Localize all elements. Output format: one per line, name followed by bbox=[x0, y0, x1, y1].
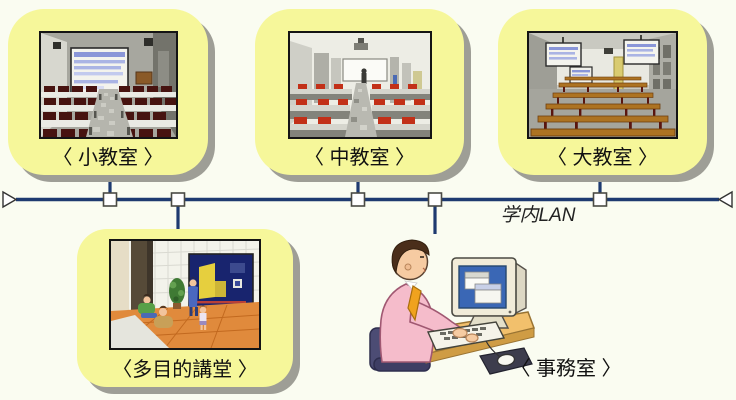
seated-person-green bbox=[138, 294, 157, 318]
ceiling-projector bbox=[353, 38, 368, 50]
projector bbox=[604, 48, 613, 54]
lan-tap-multipurpose-hall-icon bbox=[170, 192, 186, 207]
worker-head bbox=[391, 239, 430, 281]
center-aisle bbox=[344, 83, 377, 137]
lan-tap-medium-classroom-icon bbox=[350, 192, 366, 207]
seated-person-tan bbox=[154, 305, 173, 328]
node-small-classroom: 〈 小教室 〉 bbox=[8, 9, 208, 175]
small-monitor-center bbox=[569, 66, 593, 84]
multipurpose-hall-photo bbox=[109, 239, 261, 350]
lan-terminator-right-icon bbox=[717, 190, 733, 209]
standing-person bbox=[188, 277, 198, 316]
mouse-pad-and-mouse bbox=[479, 340, 533, 375]
lan-label: 学内LAN bbox=[500, 205, 576, 226]
lan-tap-office-icon bbox=[427, 192, 443, 207]
small-classroom-photo bbox=[38, 31, 178, 139]
lan-tap-small-classroom-icon bbox=[102, 192, 118, 207]
seat-rows bbox=[40, 86, 176, 137]
node-medium-classroom: 〈 中教室 〉 bbox=[255, 9, 464, 175]
wooden-desk-rows bbox=[530, 76, 676, 137]
child bbox=[199, 305, 207, 330]
smile bbox=[422, 267, 426, 273]
office-worker-illustration bbox=[369, 239, 536, 375]
standing-person bbox=[392, 75, 397, 85]
speaker-right bbox=[143, 38, 153, 46]
node-large-classroom: 〈 大教室 〉 bbox=[498, 9, 707, 175]
potted-plant bbox=[169, 278, 185, 309]
worker-hands bbox=[452, 327, 479, 343]
small-classroom-label: 〈 小教室 〉 bbox=[52, 147, 164, 169]
podium bbox=[135, 71, 152, 85]
large-classroom-label: 〈 大教室 〉 bbox=[546, 147, 659, 169]
lan-terminator-left-icon bbox=[2, 190, 18, 209]
hanging-monitor-left bbox=[545, 37, 582, 67]
hanging-monitor-right bbox=[623, 35, 660, 65]
speaker-left bbox=[52, 42, 61, 49]
node-multipurpose-hall: 〈多目的講堂 〉 bbox=[77, 229, 293, 387]
necktie bbox=[407, 285, 422, 322]
multipurpose-hall-label: 〈多目的講堂 〉 bbox=[112, 359, 258, 381]
shirt-collar bbox=[403, 280, 418, 290]
crt-monitor bbox=[451, 257, 527, 329]
projection-screen bbox=[69, 47, 129, 94]
center-aisle bbox=[85, 89, 133, 137]
gray-walkway bbox=[111, 315, 169, 348]
office-label: 〈 事務室 〉 bbox=[510, 358, 622, 380]
desk-rows bbox=[289, 84, 430, 137]
large-display-screen bbox=[188, 253, 254, 309]
medium-classroom-photo bbox=[287, 31, 432, 139]
medium-classroom-label: 〈 中教室 〉 bbox=[303, 147, 416, 169]
whiteboard bbox=[341, 58, 388, 84]
large-classroom-photo bbox=[527, 31, 678, 139]
lan-tap-large-classroom-icon bbox=[592, 192, 608, 207]
